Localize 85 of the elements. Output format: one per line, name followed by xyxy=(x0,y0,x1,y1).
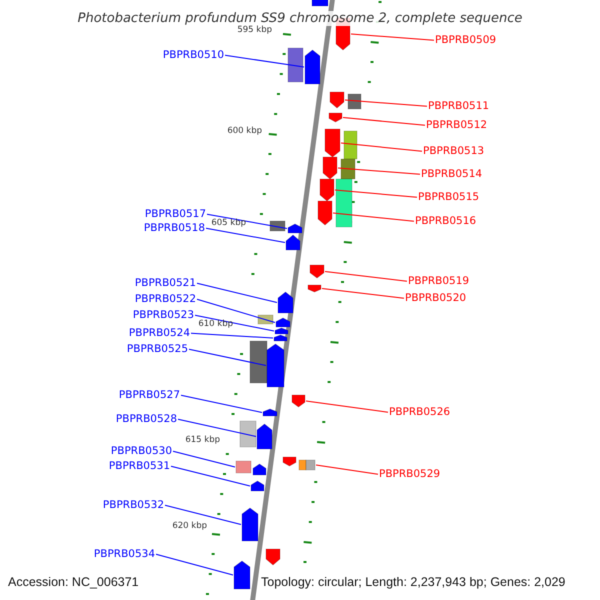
gene-feature xyxy=(242,508,258,542)
leader-line xyxy=(322,288,404,299)
leader-line xyxy=(332,212,414,222)
leader-line xyxy=(324,271,408,282)
scale-label: 620 kbp xyxy=(172,522,207,530)
gene-label: PBPRB0518 xyxy=(144,223,205,234)
gene-feature xyxy=(262,408,278,416)
gene-label: PBPRB0522 xyxy=(134,294,196,304)
scale-label: 595 kbp xyxy=(237,26,272,34)
gene-label: PBPRB0532 xyxy=(102,500,164,510)
gene-feature xyxy=(266,344,284,388)
leader-line xyxy=(206,228,286,243)
gene-label: PBPRB0526 xyxy=(389,407,450,418)
scale-label: 605 kbp xyxy=(211,219,246,228)
gene-label: PBPRB0523 xyxy=(132,310,194,320)
gene-feature xyxy=(234,560,250,590)
gene-label: PBPRB0521 xyxy=(134,278,196,288)
gene-feature xyxy=(256,424,272,450)
gene-label: PBPRB0510 xyxy=(162,50,224,60)
leader-line xyxy=(156,554,234,576)
leader-line xyxy=(164,504,242,525)
gene-feature xyxy=(286,234,300,250)
gene-feature xyxy=(278,292,294,314)
leader-line xyxy=(344,100,428,107)
gene-feature xyxy=(274,334,288,342)
gene-label: PBPRB0516 xyxy=(415,216,476,226)
gene-feature xyxy=(236,460,252,474)
gene-label: PBPRB0509 xyxy=(435,35,496,46)
gene-label: PBPRB0511 xyxy=(428,101,490,112)
leader-line xyxy=(170,466,250,486)
gene-feature xyxy=(312,0,328,6)
gene-feature xyxy=(324,128,340,158)
gene-label: PBPRB0512 xyxy=(426,120,488,130)
gene-label: PBPRB0524 xyxy=(128,328,190,338)
leader-line xyxy=(172,450,236,468)
gene-feature xyxy=(322,156,338,180)
title: Photobacterium profundum SS9 chromosome 2, complete sequence xyxy=(76,11,524,26)
gene-label: PBPRB0527 xyxy=(118,390,180,400)
scale-label: 600 kbp xyxy=(227,127,262,136)
leader-line xyxy=(338,168,420,175)
leader-line xyxy=(224,54,304,68)
leader-line xyxy=(340,142,422,152)
gene-feature xyxy=(328,112,342,122)
gene-label: PBPRB0534 xyxy=(94,549,155,560)
leader-line xyxy=(196,298,276,323)
gene-label: PBPRB0525 xyxy=(126,344,188,354)
gene-label: PBPRB0529 xyxy=(379,469,440,480)
gene-feature xyxy=(330,92,344,108)
gene-label: PBPRB0515 xyxy=(418,192,480,202)
scale-label: 615 kbp xyxy=(185,436,220,444)
gene-feature xyxy=(306,460,316,470)
gene-label: PBPRB0513 xyxy=(423,146,484,156)
gene-label: PBPRB0514 xyxy=(421,169,482,180)
gene-feature xyxy=(292,394,306,408)
gene-label: PBPRB0519 xyxy=(408,276,470,286)
leader-line xyxy=(342,117,426,126)
gene-feature xyxy=(308,284,322,292)
gene-label: PBPRB0530 xyxy=(110,446,172,456)
leader-line xyxy=(178,418,256,437)
leader-line xyxy=(196,282,278,303)
gene-feature xyxy=(282,456,296,466)
genome-info-label: Topology: circular; Length: 2,237,943 bp; Genes: 2,029 xyxy=(261,576,566,588)
gene-feature xyxy=(266,548,280,566)
leader-line xyxy=(306,400,388,413)
accession-label: Accession: NC_006371 xyxy=(8,576,139,588)
leader-line xyxy=(194,314,274,332)
leader-line xyxy=(334,190,418,198)
gene-feature xyxy=(276,318,290,328)
gene-feature xyxy=(252,464,266,476)
leader-line xyxy=(350,34,434,41)
gene-feature xyxy=(304,50,320,84)
gene-label: PBPRB0528 xyxy=(116,414,177,424)
leader-line xyxy=(206,214,288,229)
leader-line xyxy=(188,348,266,366)
leader-line xyxy=(180,394,262,413)
gene-feature xyxy=(288,224,302,234)
gene-label: PBPRB0517 xyxy=(144,209,206,220)
gene-feature xyxy=(250,480,264,492)
gene-label: PBPRB0531 xyxy=(108,461,170,472)
gene-feature xyxy=(274,328,288,334)
gene-feature xyxy=(310,264,324,278)
gene-feature xyxy=(318,200,332,226)
scale-label: 610 kbp xyxy=(198,320,233,328)
gene-label: PBPRB0520 xyxy=(405,293,466,304)
leader-line xyxy=(190,332,274,338)
